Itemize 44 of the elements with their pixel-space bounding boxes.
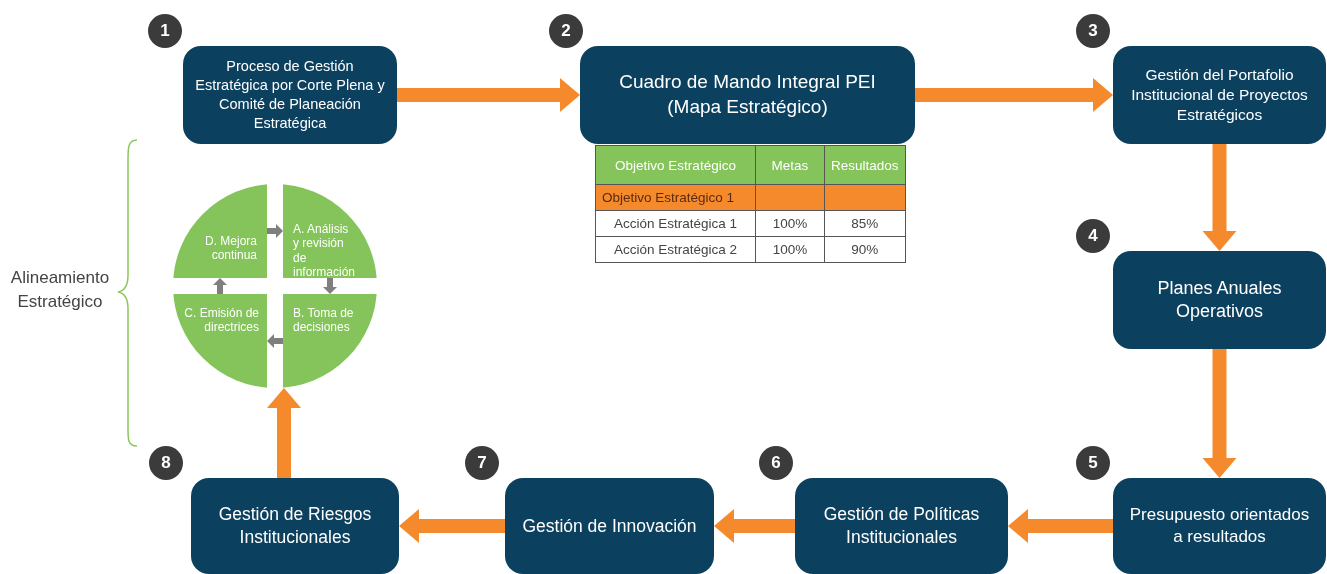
arrow [399, 509, 505, 543]
step-number: 4 [1076, 219, 1110, 253]
arrow [267, 334, 283, 348]
table-cell: 100% [755, 236, 825, 263]
table-cell: Objetivo Estratégico 1 [595, 184, 756, 211]
table-cell: Acción Estratégica 1 [595, 210, 756, 237]
box-label: Gestión del Portafolio Institucional de Proyectos Estratégicos [1130, 64, 1309, 126]
step-number: 7 [465, 446, 499, 480]
quadrant-segment: A. Análisis y revisión de información [283, 184, 377, 278]
cycle-diagram [173, 184, 377, 388]
arrow [915, 78, 1113, 112]
box-label: Gestión de Riesgos Institucionales [217, 503, 373, 549]
step-number: 5 [1076, 446, 1110, 480]
arrow [397, 78, 580, 112]
arrow [323, 278, 337, 294]
box-label: Cuadro de Mando Integral PEI (Mapa Estratégico) [618, 70, 877, 119]
box-label: Gestión de Políticas Institucionales [822, 503, 981, 549]
table-cell: 90% [824, 236, 906, 263]
step-number: 8 [149, 446, 183, 480]
table-cell: Objetivo Estratégico [595, 145, 756, 185]
quadrant-segment: C. Emisión de directrices [173, 294, 267, 388]
quadrant-segment: B. Toma de decisiones [283, 294, 377, 388]
step-number: 2 [549, 14, 583, 48]
box-label: Proceso de Gestión Estratégica por Corte Plena y Comité de Planeación Estratégica [194, 57, 386, 133]
box-label: Presupuesto orientados a resultados [1128, 503, 1311, 548]
quadrant-segment: D. Mejora continua [173, 184, 267, 278]
step-number: 1 [148, 14, 182, 48]
box-label: Gestión de Innovación [522, 514, 697, 538]
arrow [267, 224, 283, 238]
table-cell: 100% [755, 210, 825, 237]
arrow [1202, 349, 1237, 478]
table-cell: 85% [824, 210, 906, 237]
table-cell: Acción Estratégica 2 [595, 236, 756, 263]
arrow [213, 278, 227, 294]
box-label: Planes Anuales Operativos [1156, 276, 1283, 323]
arrow [1202, 144, 1237, 251]
step-number: 6 [759, 446, 793, 480]
side-label: Alineamiento Estratégico [9, 267, 111, 313]
arrow [267, 388, 301, 478]
table-cell: Resultados [824, 145, 906, 185]
arrow [714, 509, 795, 543]
table-cell: Metas [755, 145, 825, 185]
arrow [1008, 509, 1113, 543]
step-number: 3 [1076, 14, 1110, 48]
